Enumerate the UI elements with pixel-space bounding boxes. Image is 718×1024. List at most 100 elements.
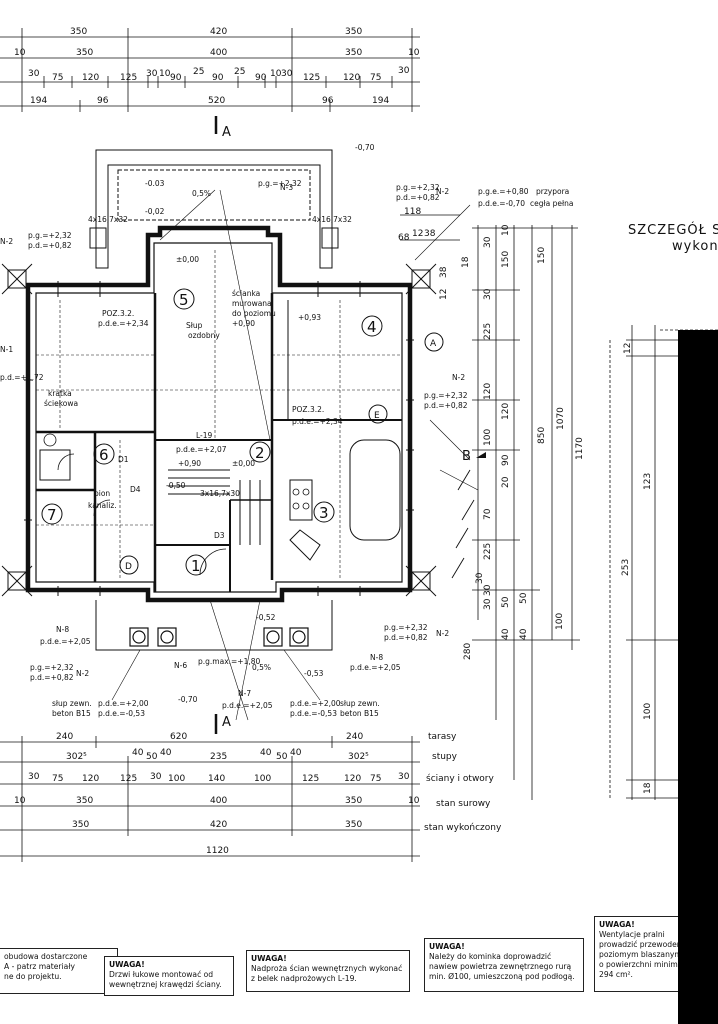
dim-wyk-3: 350 <box>345 820 362 830</box>
label-schody: 3x16,7x30 <box>200 489 240 498</box>
top-dim-21: 30 <box>281 69 293 79</box>
top-dim-10: 75 <box>52 73 63 83</box>
room-1-number: 1 <box>191 557 201 575</box>
label-p090: +0,90 <box>178 459 201 468</box>
note-4-line-3: min. Ø100, umieszczoną pod podłogą. <box>429 972 575 981</box>
label-pde200-right: p.d.e.=+2,00 <box>290 699 341 708</box>
rdim-i3: 10 <box>501 224 511 236</box>
room-2-number: 2 <box>255 444 265 462</box>
rdim-i16: 30 <box>483 598 493 610</box>
top-dimension-chains <box>0 28 420 112</box>
label-kratka-2: ściekowa <box>44 399 78 408</box>
top-dim-17: 90 <box>212 73 224 83</box>
label-n2-bl: N-2 <box>76 669 89 678</box>
detail-title-1: SZCZEGÓŁ S <box>628 222 718 238</box>
label-pge080: p.g.e.=+0,80 <box>478 187 529 196</box>
dim-sciany-3: 120 <box>82 774 99 784</box>
rdim-i10: 12 <box>412 229 423 239</box>
top-dim-18: 25 <box>234 67 245 77</box>
rdim-120: 120 <box>483 383 493 400</box>
label-n6: N-6 <box>174 661 187 670</box>
right-dimension-chains <box>400 214 580 800</box>
room-7-number: 7 <box>47 506 57 524</box>
note-5-line-4: o powierzchni minim <box>599 960 678 969</box>
top-dim-6: 400 <box>210 48 227 58</box>
top-dim-5: 350 <box>76 48 93 58</box>
top-dim-13: 30 <box>146 69 158 79</box>
letter-markers <box>119 332 444 575</box>
dim-sciany-4: 125 <box>120 774 137 784</box>
label-scianka-3: do poziomu <box>232 309 276 318</box>
top-dim-23: 120 <box>343 73 360 83</box>
label-cegla: cegła pełna <box>530 199 573 208</box>
bottom-dimension-chains <box>0 736 420 862</box>
rdim-100: 100 <box>483 429 493 446</box>
dim-sciany-10: 120 <box>344 774 361 784</box>
top-dim-7: 350 <box>345 48 362 58</box>
label-pd082-right: p.d.=+0,82 <box>396 193 440 202</box>
rdim-i19: 50 <box>519 592 529 604</box>
dim-sciany-1: 30 <box>28 772 40 782</box>
dim-sciany-8: 100 <box>254 774 271 784</box>
room-4-number: 4 <box>367 318 377 336</box>
dim-stupy-1: 302⁵ <box>66 752 87 762</box>
label-n1: N-1 <box>0 345 13 354</box>
rdim-280: 280 <box>463 643 473 660</box>
dim-total: 1120 <box>206 846 229 856</box>
rdim-i2: 150 <box>501 251 511 268</box>
room-6-number: 6 <box>99 446 109 464</box>
label-sciany: ściany i otwory <box>426 773 495 784</box>
label-pion: pion <box>94 489 110 498</box>
label-d4: D4 <box>130 485 141 494</box>
label-d3: D3 <box>214 531 225 540</box>
rdim-i1: 30 <box>483 236 493 248</box>
label-m052: -0,52 <box>256 613 276 622</box>
note-box-1: obudowa dostarczone A - patrz materiały … <box>0 948 118 994</box>
dim-stupy-7: 50 <box>276 752 288 762</box>
label-kratka-1: kratka <box>48 389 72 398</box>
label-p000-top: ±0,00 <box>176 255 199 264</box>
dim-stupy-9: 302⁵ <box>348 752 369 762</box>
label-n3: N-3 <box>280 183 293 192</box>
rdim-30: 30 <box>483 584 493 596</box>
label-surowy: stan surowy <box>436 799 491 809</box>
top-dim-27: 96 <box>97 96 109 106</box>
dim-surowy-1: 10 <box>14 796 26 806</box>
top-dim-26: 194 <box>30 96 47 106</box>
dim-tarasy-2: 620 <box>170 732 187 742</box>
detail-dim-12: 12 <box>623 343 633 354</box>
label-pg232-bl: p.g.=+2,32 <box>30 663 74 672</box>
label-beton-left: beton B15 <box>52 709 91 718</box>
room-labels <box>41 288 383 576</box>
top-dim-15: 90 <box>170 73 182 83</box>
label-n2-top: N-2 <box>436 187 449 196</box>
rdim-1070: 1070 <box>556 407 566 430</box>
note-3-line-1: Nadproża ścian wewnętrznych wykonać <box>251 964 403 973</box>
section-marker-top-a: A <box>214 116 231 140</box>
label-spadek-top: 0,5% <box>192 189 211 198</box>
dim-surowy-4: 350 <box>345 796 362 806</box>
dim-stupy-6: 40 <box>260 748 272 758</box>
rdim-i22: 100 <box>555 613 565 630</box>
note-2-line-2: wewnętrznej krawędzi ściany. <box>109 980 222 989</box>
label-tarasy: tarasy <box>428 732 457 742</box>
label-m003: -0.03 <box>145 179 165 188</box>
top-dim-9: 30 <box>28 69 40 79</box>
section-marker-bottom-a: A <box>214 714 231 734</box>
detail-dim-100: 100 <box>643 703 653 720</box>
label-n7: N-7 <box>238 689 251 698</box>
label-m053-right: -0,53 <box>304 669 324 678</box>
label-pde053-left: p.d.e.=-0,53 <box>98 709 145 718</box>
dim-surowy-5: 10 <box>408 796 420 806</box>
label-kanaliz: kanaliz. <box>88 501 117 510</box>
dim-surowy-3: 400 <box>210 796 227 806</box>
note-3-title: UWAGA! <box>251 954 287 963</box>
top-dim-4: 10 <box>14 48 26 58</box>
rdim-i18: 50 <box>501 596 511 608</box>
top-dim-14: 10 <box>159 69 171 79</box>
rdim-i5: 18 <box>461 256 471 268</box>
label-pd082-mid: p.d.=+0,82 <box>424 401 468 410</box>
label-komin-left: 4x16,7x32 <box>88 215 128 224</box>
label-m050: -0,50 <box>166 481 186 490</box>
label-n2-left: N-2 <box>0 237 13 246</box>
